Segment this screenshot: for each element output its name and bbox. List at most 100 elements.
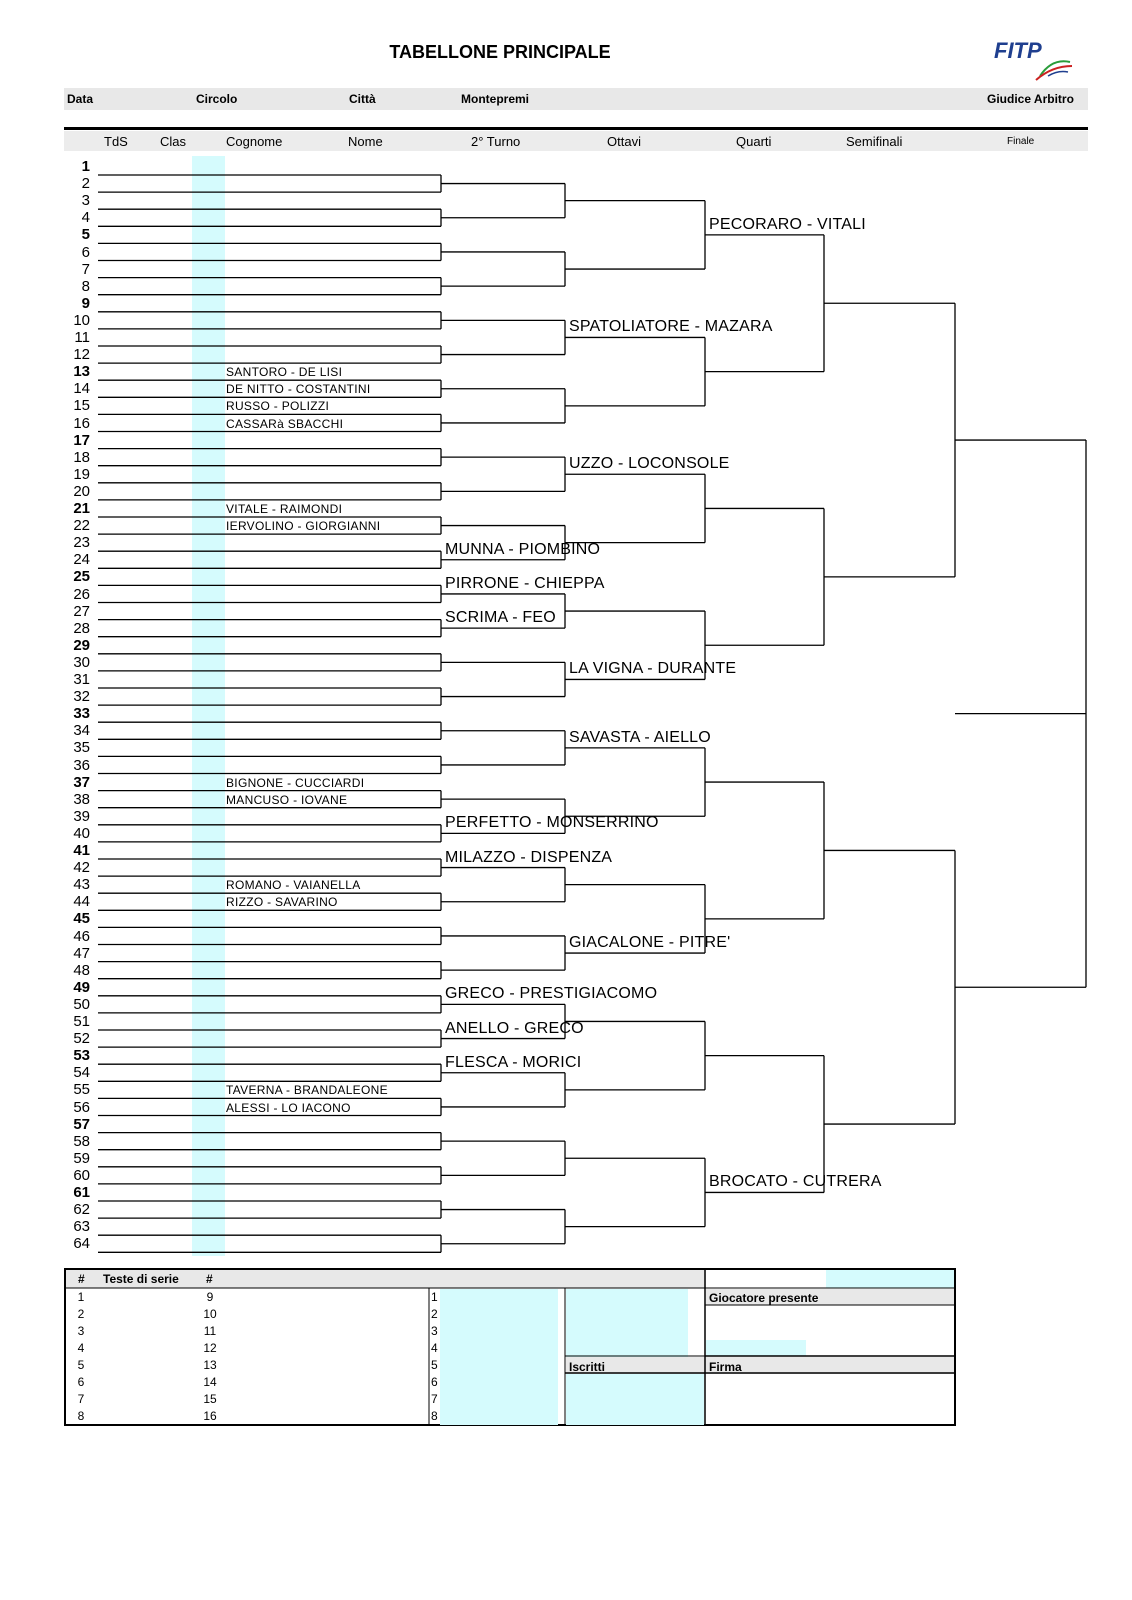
fitp-logo: FITP: [990, 36, 1080, 86]
winner-name: SPATOLIATORE - MAZARA: [569, 318, 773, 336]
row-number: 39: [73, 807, 90, 825]
row-number: 9: [81, 294, 90, 312]
seed-number: 9: [206, 1290, 214, 1304]
seed-number: 7: [77, 1392, 85, 1406]
giocatore-presente-label: Giocatore presente: [709, 1291, 819, 1305]
header-circolo: Circolo: [196, 92, 238, 106]
player-name: VITALE - RAIMONDI: [226, 502, 343, 516]
row-number: 10: [73, 311, 90, 329]
row-number: 37: [73, 773, 90, 791]
row-number: 59: [73, 1149, 90, 1167]
seed-number: 2: [77, 1307, 85, 1321]
header-divider: [64, 127, 1088, 130]
row-number: 4: [81, 209, 90, 227]
col-semifinali: Semifinali: [846, 134, 903, 149]
seed-table: [64, 1268, 956, 1426]
row-number: 25: [73, 568, 90, 586]
seed-slot-cyan-d: [706, 1340, 806, 1356]
seed-number: 7: [431, 1392, 438, 1406]
row-number: 16: [73, 414, 90, 432]
seed-number: 8: [77, 1409, 85, 1423]
row-number: 28: [73, 619, 90, 637]
header-giudice: Giudice Arbitro: [987, 92, 1074, 106]
column-header-bar: [64, 131, 1088, 151]
seed-number: 4: [77, 1341, 85, 1355]
seed-table-lines: [66, 1268, 954, 1426]
player-name: CASSARà SBACCHI: [226, 416, 344, 431]
winner-name: LA VIGNA - DURANTE: [569, 660, 737, 678]
seed-number: 1: [431, 1290, 438, 1304]
winner-name: UZZO - LOCONSOLE: [569, 455, 730, 473]
row-number: 35: [73, 739, 90, 757]
row-number: 30: [73, 653, 90, 671]
row-number: 2: [81, 175, 90, 193]
row-number: 54: [73, 1064, 90, 1082]
row-number: 8: [81, 277, 90, 295]
row-number: 49: [73, 978, 90, 996]
col-secondo-turno: 2° Turno: [471, 134, 521, 149]
row-number: 55: [73, 1081, 90, 1099]
row-number: 23: [73, 534, 90, 552]
row-number: 34: [73, 722, 90, 740]
seed-number: 5: [77, 1358, 85, 1372]
row-number: 62: [73, 1201, 90, 1219]
row-number: 31: [73, 671, 90, 688]
header-citta: Città: [349, 92, 376, 106]
seed-number: 15: [203, 1392, 217, 1406]
player-name: TAVERNA - BRANDALEONE: [226, 1083, 388, 1098]
winner-name: SCRIMA - FEO: [445, 609, 556, 627]
seed-number: 3: [77, 1324, 85, 1338]
winner-name: ANELLO - GRECO: [445, 1019, 584, 1037]
iscritti-label: Iscritti: [569, 1360, 606, 1374]
player-name: DE NITTO - COSTANTINI: [226, 382, 371, 397]
header-montepremi: Montepremi: [461, 92, 530, 106]
giocatore-header-bg: [706, 1289, 954, 1305]
row-number: 20: [73, 482, 90, 500]
winner-name: PERFETTO - MONSERRINO: [445, 814, 659, 832]
winner-name: PIRRONE - CHIEPPA: [445, 574, 605, 592]
row-number: 29: [73, 636, 90, 654]
row-number: 57: [73, 1115, 90, 1133]
winner-name: SAVASTA - AIELLO: [569, 728, 711, 746]
player-name: BIGNONE - CUCCIARDI: [226, 775, 365, 790]
seed-column-highlight: [192, 156, 225, 1256]
row-number: 47: [73, 944, 90, 962]
row-number: 63: [73, 1218, 90, 1236]
row-number: 26: [73, 585, 90, 603]
row-number: 44: [73, 893, 90, 911]
row-number: 43: [73, 876, 90, 894]
header-data: Data: [67, 92, 94, 106]
seed-number: 14: [203, 1375, 217, 1389]
seed-table-h-num: #: [78, 1272, 85, 1286]
col-tds: TdS: [104, 134, 128, 149]
row-number: 14: [73, 380, 90, 398]
row-number: 15: [73, 397, 90, 415]
col-nome: Nome: [348, 134, 383, 149]
row-number: 12: [73, 346, 90, 364]
row-number: 46: [73, 927, 90, 945]
row-number: 50: [73, 995, 90, 1013]
row-number: 38: [73, 790, 90, 808]
seed-number: 10: [203, 1307, 217, 1321]
row-number: 5: [81, 226, 90, 244]
seed-table-h-teste: Teste di serie: [103, 1272, 179, 1286]
row-number: 40: [73, 824, 90, 842]
row-number: 24: [73, 551, 90, 569]
winner-name: BROCATO - CUTRERA: [709, 1173, 882, 1191]
seed-table-h-num2: #: [206, 1272, 213, 1286]
row-number: 52: [73, 1030, 90, 1048]
row-number: 6: [81, 243, 90, 261]
seed-number: 3: [431, 1324, 438, 1338]
col-quarti: Quarti: [736, 134, 772, 149]
seed-slot-cyan-b: [566, 1289, 688, 1357]
iscritti-header-bg: [566, 1357, 954, 1374]
seed-number: 6: [431, 1375, 438, 1389]
player-name: SANTORO - DE LISI: [226, 365, 343, 380]
row-number: 13: [73, 363, 90, 381]
row-number: 18: [73, 448, 90, 466]
player-name: ROMANO - VAIANELLA: [226, 878, 361, 893]
draw-bracket: [98, 174, 1087, 1253]
row-number: 56: [73, 1098, 90, 1116]
header-bar: [64, 88, 1088, 110]
seed-number: 4: [431, 1341, 438, 1355]
